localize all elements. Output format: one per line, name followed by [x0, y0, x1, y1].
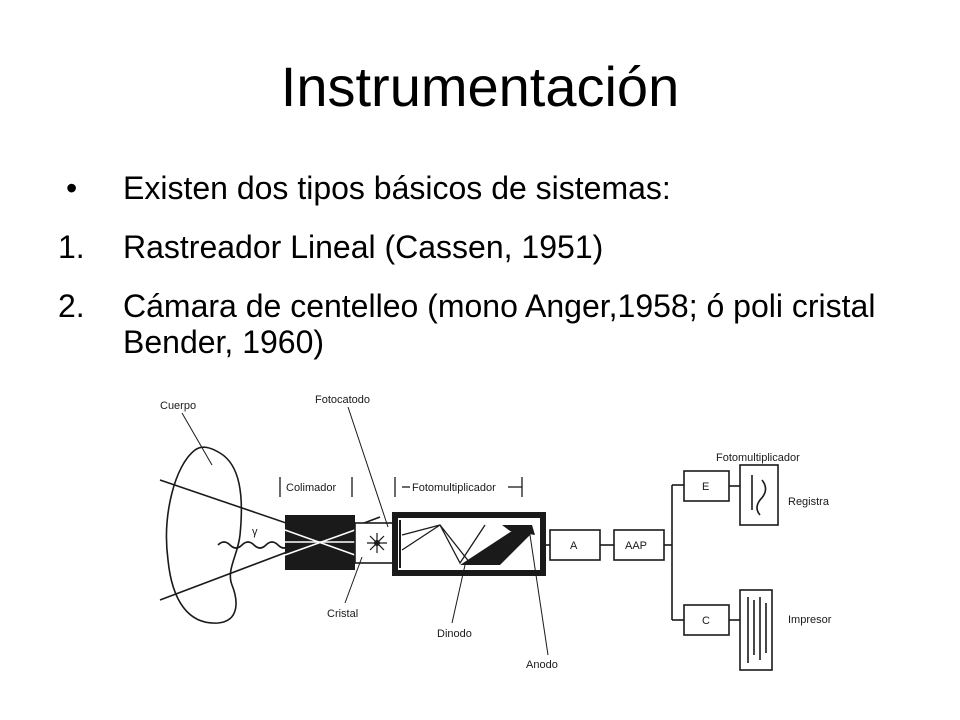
label-gamma: γ	[252, 526, 258, 538]
scanner-diagram: Cuerpo Fotocatodo Colimador Fotomultipli…	[159, 394, 832, 671]
box-label-e: E	[702, 481, 709, 493]
slide-title: Instrumentación	[280, 55, 680, 118]
leader-cuerpo	[181, 412, 213, 466]
label-anodo: Anodo	[526, 659, 558, 671]
bullet-item-intro: • Existen dos tipos básicos de sistemas:	[58, 170, 938, 206]
label-registra: Registra	[788, 496, 830, 508]
leader-anodo	[529, 534, 549, 656]
bullet-text: Rastreador Lineal (Cassen, 1951)	[123, 229, 604, 265]
body-outline	[165, 446, 243, 624]
recorder-device	[739, 464, 779, 526]
bullet-text: Cámara de centelleo (mono Anger,1958; ó …	[123, 288, 876, 360]
anode	[502, 525, 535, 535]
bullet-marker: 2.	[58, 288, 85, 324]
label-cuerpo: Cuerpo	[160, 400, 196, 412]
label-fotocatodo: Fotocatodo	[315, 394, 370, 406]
bullet-item-camara: 2. Cámara de centelleo (mono Anger,1958;…	[58, 288, 938, 360]
printer-device	[739, 589, 773, 671]
box-label-a: A	[570, 540, 578, 552]
label-cristal: Cristal	[327, 608, 358, 620]
scintillation-point	[374, 540, 380, 546]
bullet-list: • Existen dos tipos básicos de sistemas:…	[58, 170, 938, 383]
dynode	[460, 527, 532, 565]
label-colimador: Colimador	[286, 482, 336, 494]
bullet-text: Existen dos tipos básicos de sistemas:	[123, 170, 671, 206]
label-fotomultiplicador-top: Fotomultiplicador	[716, 452, 800, 464]
box-label-aap: AAP	[625, 540, 647, 552]
box-label-c: C	[702, 615, 710, 627]
leader-fotocatodo	[347, 406, 389, 528]
leader-cristal	[344, 556, 363, 604]
bullet-item-rastreador: 1. Rastreador Lineal (Cassen, 1951)	[58, 229, 938, 265]
dynode-paths	[401, 524, 486, 565]
bullet-marker: 1.	[58, 229, 85, 265]
leader-dinodo	[451, 564, 466, 624]
label-fotomultiplicador-bracket: Fotomultiplicador	[412, 482, 496, 494]
label-dinodo: Dinodo	[437, 628, 472, 640]
label-impresor: Impresor	[788, 614, 832, 626]
bullet-marker: •	[66, 170, 78, 206]
